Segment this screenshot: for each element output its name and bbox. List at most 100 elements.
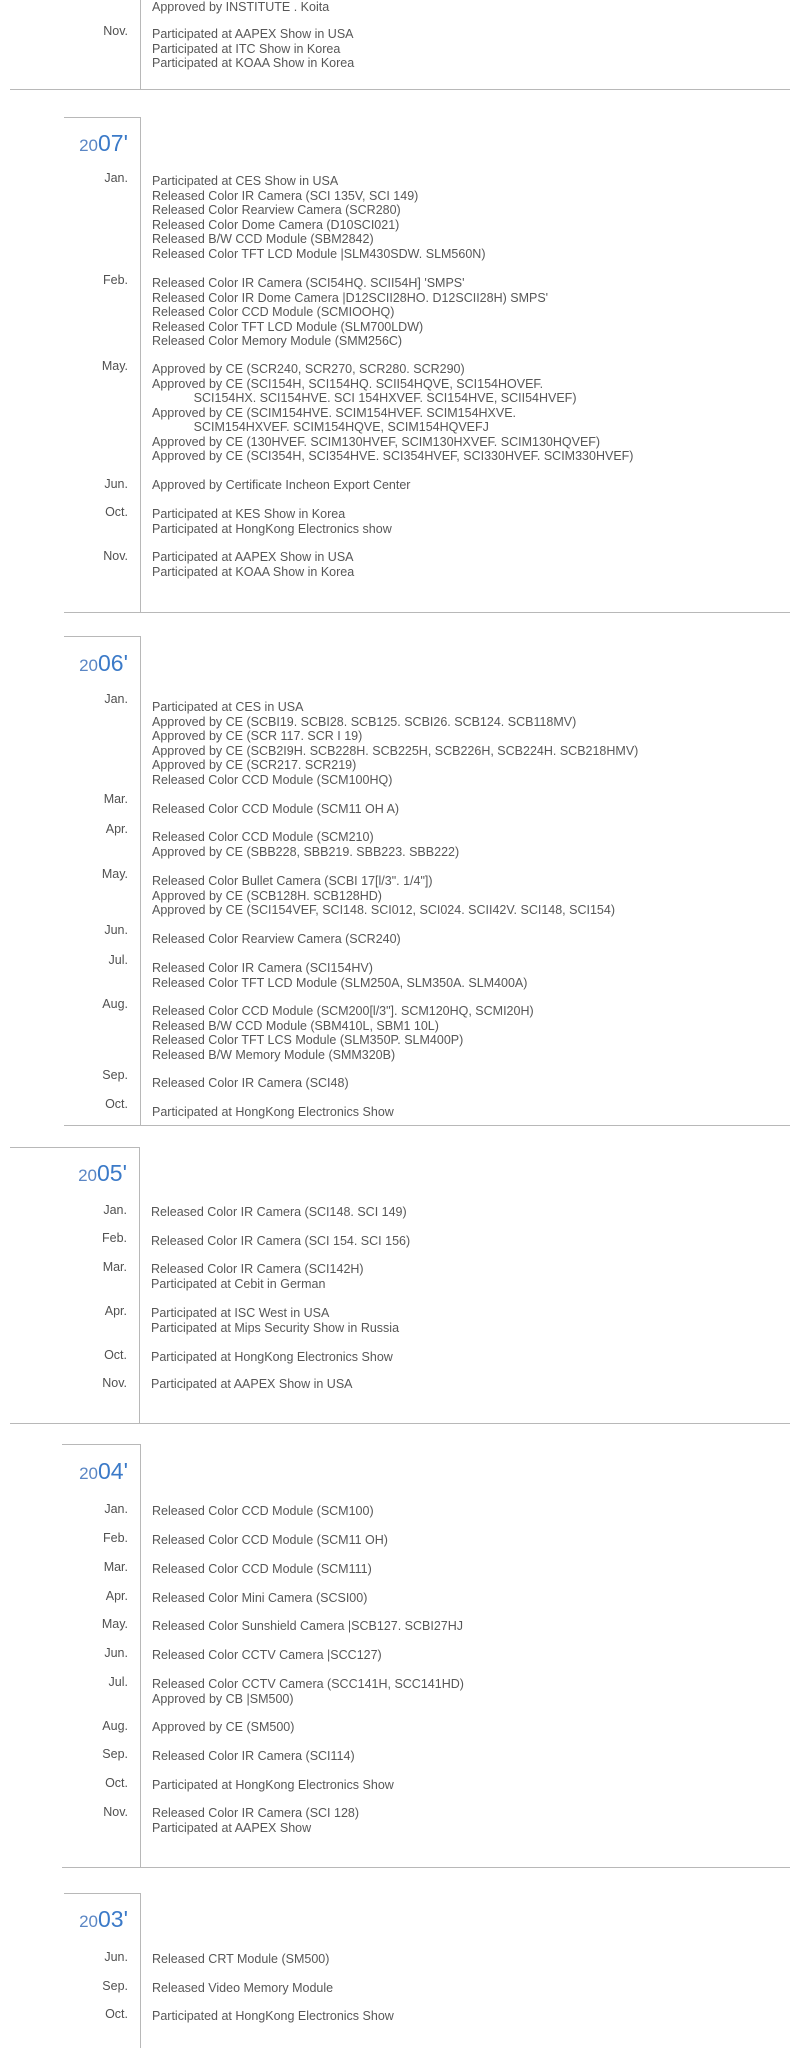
timeline-vertical-rule <box>140 1893 141 2048</box>
month-label: Feb. <box>102 1531 128 1545</box>
year-heading: 2004' <box>79 1458 128 1485</box>
event-line: Released Color Memory Module (SMM256C) <box>152 334 403 348</box>
event-line: Released B/W CCD Module (SBM2842) <box>152 232 374 246</box>
event-line: Participated at HongKong Electronics Sho… <box>151 1350 393 1364</box>
event-line: Released Color CCD Module (SCM11 OH A) <box>152 802 400 816</box>
event-line: Approved by CE (SCI154H, SCI154HQ. SCII5… <box>152 376 544 391</box>
event-line: Approved by CE (SCI354H, SCI354HVE. SCI3… <box>152 449 634 463</box>
year-suffix: 07' <box>98 130 128 156</box>
month-label: Nov. <box>103 549 128 563</box>
event-line: Released Color Dome Camera (D10SCI021) <box>152 217 400 232</box>
month-label: Feb. <box>102 273 128 287</box>
year-prefix: 20 <box>79 1464 99 1483</box>
event-line: Approved by CE (SCR 117. SCR I 19) <box>152 729 363 743</box>
month-label: Apr. <box>105 822 128 836</box>
timeline-vertical-rule <box>140 117 141 612</box>
month-label: May. <box>101 1617 128 1631</box>
event-line: Released Color Rearview Camera (SCR280) <box>152 203 401 217</box>
event-line: Participated at AAPEX Show in USA <box>152 550 354 564</box>
month-label: May. <box>101 867 128 881</box>
event-line: Participated at CES Show in USA <box>152 174 339 188</box>
month-label: Jul. <box>108 1675 128 1689</box>
year-prefix: 20 <box>79 1912 99 1931</box>
event-line: Participated at AAPEX Show in USA <box>152 27 354 41</box>
month-label: Jun. <box>104 1950 128 1964</box>
year-header-rule <box>62 1444 141 1445</box>
year-suffix: 03' <box>98 1906 128 1932</box>
event-line: Released Color IR Camera (SCI114) <box>152 1749 355 1763</box>
event-line: Participated at HongKong Electronics Sho… <box>152 1778 394 1792</box>
event-line: Released Color CCD Module (SCM210) <box>152 830 374 844</box>
month-label: Jan. <box>104 692 128 706</box>
month-label: Feb. <box>101 1231 127 1245</box>
month-label: Jan. <box>104 1502 128 1516</box>
event-line: Released Color IR Dome Camera |D12SCII28… <box>152 290 549 305</box>
event-line: Approved by CE (SCR240, SCR270, SCR280. … <box>152 362 465 376</box>
event-line: Approved by INSTITUTE . Koita <box>152 0 330 14</box>
event-line: Released Color TFT LCD Module (SLM700LDW… <box>152 319 424 334</box>
month-label: Oct. <box>105 505 128 519</box>
event-line: Released Color CCTV Camera (SCC141H, SCC… <box>152 1677 464 1691</box>
event-line: Released Color Rearview Camera (SCR240) <box>152 932 401 946</box>
event-line: Approved by CE (SCI154VEF, SCI148. SCI01… <box>152 903 615 917</box>
month-label: Nov. <box>103 24 128 38</box>
event-line: Approved by CE (SCB128H. SCB128HD) <box>152 888 382 903</box>
event-line: Released Color Mini Camera (SCSI00) <box>152 1591 368 1605</box>
event-line: Released Color CCD Module (SCM100HQ) <box>152 772 393 787</box>
event-line: Released B/W CCD Module (SBM410L, SBM1 1… <box>152 1018 439 1033</box>
event-line: Approved by CE (SCIM154HVE. SCIM154HVEF.… <box>152 405 517 420</box>
year-heading: 2006' <box>79 650 128 677</box>
timeline-vertical-rule <box>140 1444 141 1867</box>
event-line: Approved by CB |SM500) <box>152 1691 294 1706</box>
month-label: Jan. <box>104 171 128 185</box>
year-prefix: 20 <box>79 136 99 155</box>
year-header-rule <box>64 1893 141 1894</box>
month-label: Nov. <box>103 1805 128 1819</box>
event-line: Released Color IR Camera (SCI154HV) <box>152 961 373 975</box>
event-line: Approved by CE (SCR217. SCR219) <box>152 758 357 772</box>
event-line: Approved by CE (SCBI19. SCBI28. SCB125. … <box>152 714 577 729</box>
month-label: Nov. <box>102 1376 127 1390</box>
year-prefix: 20 <box>78 1166 98 1185</box>
event-line: Released B/W Memory Module (SMM320B) <box>152 1047 396 1062</box>
month-label: Apr. <box>104 1304 127 1318</box>
event-line: Released Color CCD Module (SCM100) <box>152 1504 374 1518</box>
month-label: Oct. <box>105 1097 128 1111</box>
event-line: Released Color IR Camera (SCI142H) <box>151 1262 364 1276</box>
month-label: Sep. <box>102 1979 128 1993</box>
month-label: Mar. <box>103 1560 128 1574</box>
event-line: SCI154HX. SCI154HVE. SCI 154HXVEF. SCI15… <box>152 391 577 405</box>
month-label: Sep. <box>102 1747 128 1761</box>
event-line: Approved by CE (130HVEF. SCIM130HVEF, SC… <box>152 434 601 449</box>
event-line: Participated at HongKong Electronics Sho… <box>152 1105 394 1119</box>
month-label: Jun. <box>104 923 128 937</box>
event-line: Released Color IR Camera (SCI 135V, SCI … <box>152 188 419 203</box>
event-line: Released Color IR Camera (SCI 154. SCI 1… <box>151 1234 411 1248</box>
timeline-vertical-rule <box>139 1147 140 1423</box>
month-label: Jul. <box>108 953 128 967</box>
month-label: Oct. <box>105 2007 128 2021</box>
month-label: Oct. <box>105 1776 128 1790</box>
event-line: Participated at KOAA Show in Korea <box>152 56 355 70</box>
event-line: Released Color TFT LCD Module (SLM250A, … <box>152 975 528 990</box>
year-heading: 2003' <box>79 1906 128 1933</box>
month-label: May. <box>101 359 128 373</box>
event-line: Participated at HongKong Electronics Sho… <box>152 2009 394 2023</box>
event-line: Released Color IR Camera (SCI148. SCI 14… <box>151 1205 407 1219</box>
event-line: Released Color IR Camera (SCI48) <box>152 1076 349 1090</box>
event-line: Approved by CE (SCB2I9H. SCB228H. SCB225… <box>152 743 639 758</box>
year-header-rule <box>64 636 141 637</box>
month-label: Sep. <box>102 1068 128 1082</box>
event-line: Released Color IR Camera (SCI 128) <box>152 1806 360 1820</box>
event-line: Released Color CCTV Camera |SCC127) <box>152 1648 382 1662</box>
event-line: Released Color IR Camera (SCI54HQ. SCII5… <box>152 276 465 290</box>
section-divider <box>10 1423 790 1424</box>
year-heading: 2007' <box>79 130 128 157</box>
month-label: Jan. <box>103 1203 127 1217</box>
event-line: Participated at Mips Security Show in Ru… <box>151 1320 400 1335</box>
event-line: Released Video Memory Module <box>152 1981 334 1995</box>
section-divider <box>64 1125 790 1126</box>
event-line: Released Color TFT LCS Module (SLM350P. … <box>152 1033 464 1047</box>
event-line: Participated at CES in USA <box>152 700 304 714</box>
